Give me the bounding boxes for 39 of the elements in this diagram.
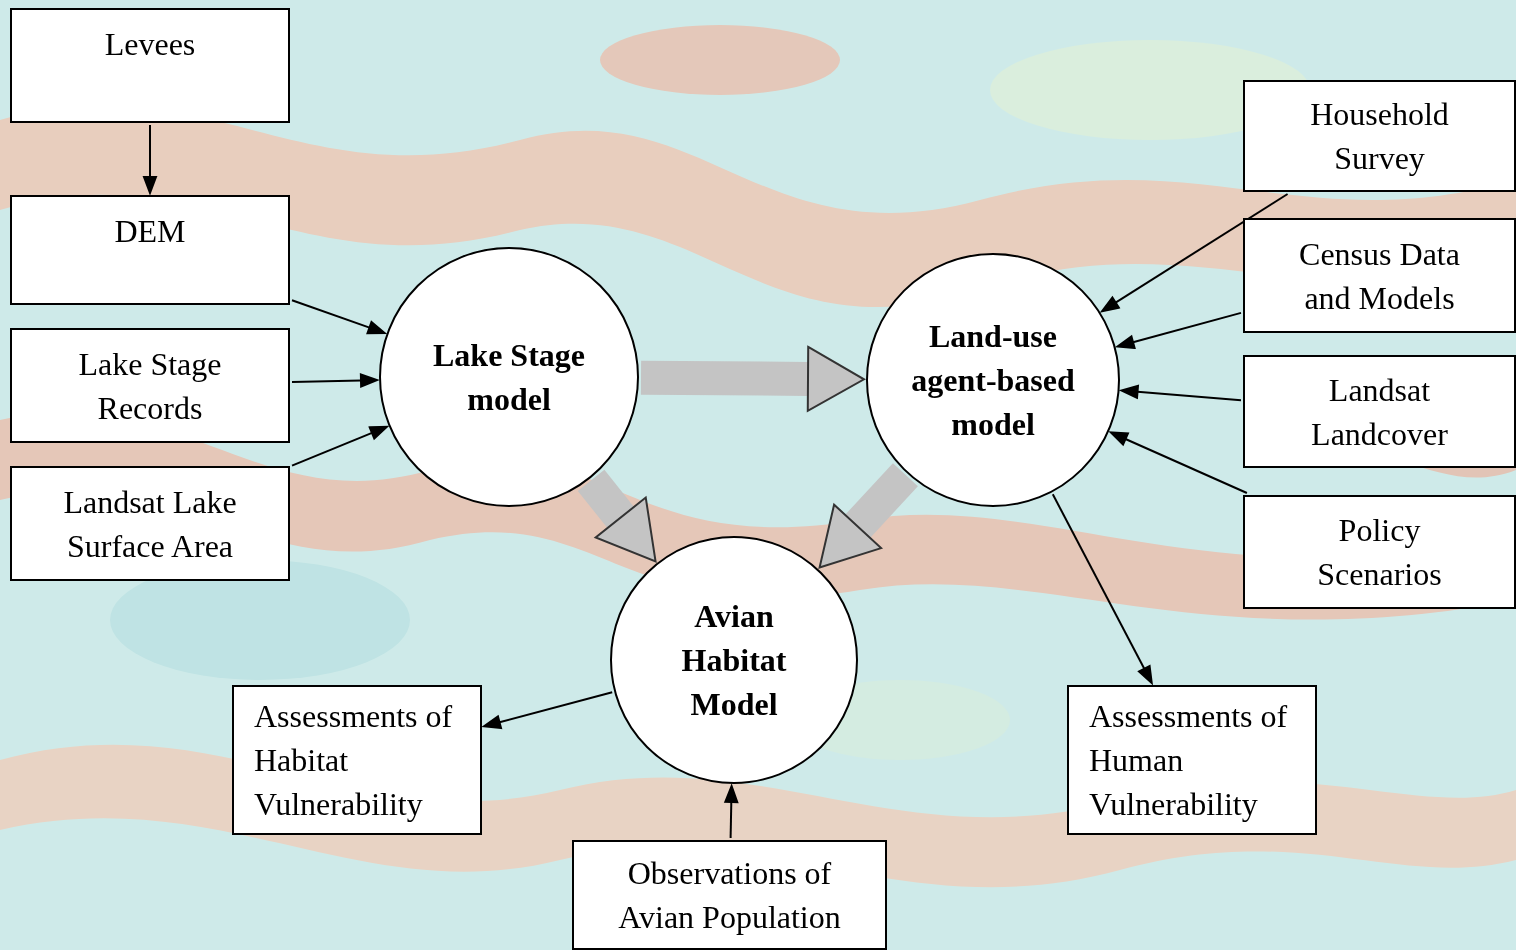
node-label: Landsat Lake Surface Area xyxy=(62,482,238,566)
arrow xyxy=(1120,384,1242,402)
node-label: Census Data and Models xyxy=(1298,234,1461,318)
data-box xyxy=(1243,80,1516,192)
node-label: Levees xyxy=(104,25,196,64)
node-label: Household Survey xyxy=(1309,95,1450,178)
node-label: Lake Stage Records xyxy=(77,344,223,428)
arrow xyxy=(1116,311,1242,349)
arrow xyxy=(143,124,157,194)
arrow xyxy=(291,299,386,335)
node-label: Observations of Avian Population xyxy=(617,854,842,937)
node-label: Land-use agent-based model xyxy=(910,317,1076,444)
data-box xyxy=(1067,685,1317,835)
data-box xyxy=(572,840,887,950)
block-arrow xyxy=(640,345,865,412)
data-box xyxy=(232,685,482,835)
data-box xyxy=(10,466,290,581)
data-box xyxy=(1243,355,1516,468)
arrow xyxy=(724,785,739,839)
arrow xyxy=(291,425,388,467)
block-arrow xyxy=(818,463,918,569)
node-label: Assessments of Habitat Vulnerability xyxy=(254,697,454,824)
arrow xyxy=(483,691,614,729)
data-box xyxy=(10,328,290,443)
node-label: Avian Habitat Model xyxy=(680,597,788,724)
node-label: Lake Stage model xyxy=(432,336,586,419)
data-box xyxy=(1243,218,1516,333)
node-label: Policy Scenarios xyxy=(1316,511,1443,594)
arrow xyxy=(1051,493,1153,684)
data-box xyxy=(10,8,290,123)
data-box xyxy=(1243,495,1516,609)
block-arrow xyxy=(577,469,657,563)
node-label: Assessments of Human Vulnerability xyxy=(1089,697,1289,824)
arrow xyxy=(1109,431,1248,494)
arrow xyxy=(1101,193,1289,313)
arrow xyxy=(291,373,378,388)
data-box xyxy=(10,195,290,305)
node-label: Landsat Landcover xyxy=(1310,370,1449,454)
node-label: DEM xyxy=(114,212,186,251)
